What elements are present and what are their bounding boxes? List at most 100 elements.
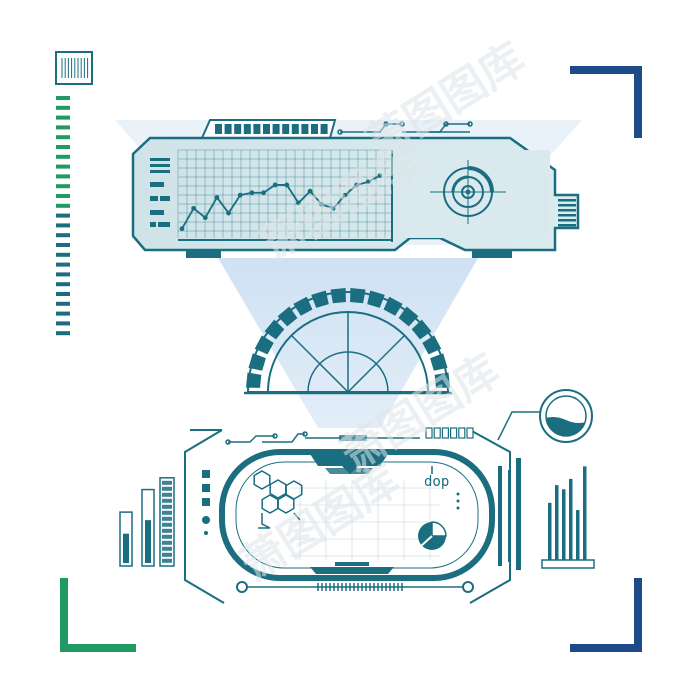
chart-point bbox=[226, 210, 231, 216]
left-bar-stripe bbox=[162, 552, 172, 557]
tab-segment bbox=[272, 124, 280, 134]
top-display-panel bbox=[131, 119, 580, 258]
tab-segment bbox=[234, 124, 242, 134]
gauge-segment bbox=[248, 353, 266, 371]
ruler-tick bbox=[56, 321, 70, 326]
tab-segment bbox=[282, 124, 290, 134]
left-bar-stripe bbox=[162, 486, 172, 491]
chart-point bbox=[331, 205, 336, 211]
gauge-segment bbox=[254, 335, 274, 355]
right-bar bbox=[548, 502, 552, 560]
left-bar-chart bbox=[119, 477, 175, 567]
left-bar-stripe bbox=[162, 516, 172, 521]
left-bar-fill bbox=[145, 520, 151, 563]
left-bar-stripe bbox=[162, 528, 172, 533]
ruler-tick bbox=[56, 272, 70, 277]
chart-point bbox=[319, 202, 325, 207]
ruler-tick bbox=[56, 311, 70, 316]
chart-point bbox=[261, 190, 266, 196]
ruler-tick bbox=[56, 213, 70, 218]
ruler-tick bbox=[56, 145, 70, 149]
chart-point bbox=[377, 173, 383, 179]
frame-corner-box bbox=[55, 51, 93, 85]
ruler-tick bbox=[56, 223, 70, 228]
left-bar-stripe bbox=[162, 510, 172, 515]
ruler-tick bbox=[56, 96, 70, 100]
indicator-square bbox=[466, 427, 474, 439]
chart-point bbox=[272, 182, 278, 188]
bottom-slider bbox=[236, 581, 474, 593]
connector-line bbox=[558, 204, 576, 207]
right-bar-base bbox=[541, 559, 595, 569]
indicator-squares bbox=[425, 427, 474, 439]
circuit-traces-top bbox=[337, 121, 473, 135]
chart-point bbox=[365, 179, 371, 185]
pie-chart-icon bbox=[418, 521, 447, 550]
left-bar-stripe bbox=[162, 546, 172, 551]
gauge-segment bbox=[277, 306, 298, 327]
ruler-tick bbox=[56, 135, 70, 140]
left-bar-stripe bbox=[162, 534, 172, 539]
tab-segment bbox=[320, 124, 328, 134]
right-bar bbox=[583, 466, 587, 560]
ruler-tick bbox=[56, 125, 70, 130]
ruler-tick bbox=[56, 262, 70, 267]
chart-point bbox=[179, 226, 185, 232]
left-bar-fill bbox=[123, 533, 129, 563]
semicircle-gauge-icon bbox=[244, 288, 452, 395]
indicator-square bbox=[458, 427, 466, 439]
tab-segment bbox=[311, 124, 318, 134]
tab-segment bbox=[253, 124, 261, 134]
chart-point bbox=[354, 182, 360, 188]
chart-series-line bbox=[181, 174, 381, 230]
ruler-tick bbox=[56, 184, 70, 189]
left-bar-stripe bbox=[162, 504, 172, 509]
tab-segment bbox=[215, 124, 222, 134]
liquid-orb-icon bbox=[497, 389, 593, 443]
connector-line bbox=[558, 214, 576, 217]
ruler-tick bbox=[56, 301, 70, 306]
left-bar-stripe bbox=[162, 540, 172, 545]
gauge-segment bbox=[264, 319, 285, 340]
molecule-hexagon bbox=[253, 470, 271, 490]
gauge-segment bbox=[330, 288, 346, 304]
legend-bars bbox=[150, 158, 170, 227]
ruler-tick bbox=[56, 252, 70, 257]
ruler-tick bbox=[56, 164, 70, 169]
molecule-bond bbox=[258, 513, 271, 529]
tab-segment bbox=[263, 124, 270, 134]
connector-line bbox=[558, 224, 576, 227]
chart-point bbox=[342, 192, 348, 198]
bottom-wing-shape bbox=[310, 567, 394, 574]
gauge-segment bbox=[422, 335, 442, 355]
chart-point bbox=[249, 190, 255, 196]
tab-segment bbox=[301, 124, 309, 134]
molecule-bond bbox=[293, 512, 301, 521]
ruler-tick bbox=[56, 282, 70, 287]
left-bar-outline bbox=[159, 477, 175, 567]
indicator-square bbox=[433, 427, 441, 439]
tab-segment bbox=[243, 124, 251, 134]
hexagon-molecule-icon bbox=[253, 470, 303, 529]
right-bar bbox=[562, 489, 566, 560]
bottom-display-panel: dop bbox=[184, 427, 521, 604]
gauge-segment bbox=[430, 353, 448, 371]
line-chart bbox=[179, 173, 383, 232]
chart-point bbox=[202, 215, 208, 221]
ruler-tick bbox=[56, 174, 70, 179]
right-bar bbox=[576, 510, 580, 560]
svg-text:dop: dop bbox=[424, 474, 449, 490]
indicator-square bbox=[441, 427, 449, 439]
left-tick-ruler bbox=[56, 96, 70, 336]
radar-icon bbox=[400, 150, 550, 238]
ruler-tick bbox=[56, 203, 70, 208]
side-connector bbox=[558, 199, 576, 227]
chart-point bbox=[307, 188, 313, 194]
left-bar-stripe bbox=[162, 492, 172, 497]
top-wing-shape bbox=[310, 454, 388, 474]
molecule-hexagon bbox=[269, 479, 287, 499]
connector-line bbox=[558, 199, 576, 202]
ruler-tick bbox=[56, 115, 70, 120]
chart-point bbox=[284, 182, 290, 188]
left-bar-stripe bbox=[162, 522, 172, 527]
